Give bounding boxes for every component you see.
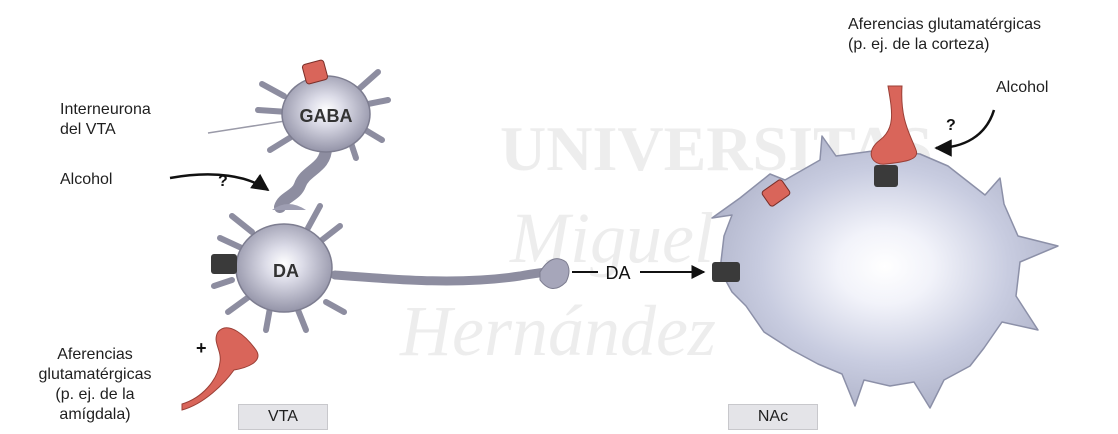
da-cell-label: DA (273, 261, 299, 281)
excitatory-plus: + (196, 338, 207, 358)
amygdala-afferents-line-3: (p. ej. de la (20, 385, 170, 405)
da-receptor (211, 254, 237, 274)
gaba-interneuron: GABA (258, 59, 388, 210)
da-axon (335, 270, 560, 281)
interneuron-label: Interneurona del VTA (60, 100, 151, 140)
cortex-afferents-line-1: Aferencias glutamatérgicas (848, 15, 1041, 35)
amygdala-afferent (182, 328, 258, 410)
gaba-label: GABA (300, 106, 353, 126)
amygdala-afferents-line-1: Aferencias (20, 345, 170, 365)
watermark-line-3: Hernández (399, 291, 716, 371)
cortex-afferents-label: Aferencias glutamatérgicas (p. ej. de la… (848, 15, 1041, 55)
gaba-axon (280, 148, 326, 207)
nac-receptor-da (712, 262, 740, 282)
amygdala-afferents-line-4: amígdala) (20, 405, 170, 425)
region-label-nac: NAc (728, 404, 818, 430)
question-mark-right: ? (946, 117, 956, 134)
da-release-label: DA (605, 263, 630, 283)
alcohol-label-right: Alcohol (996, 78, 1048, 98)
interneuron-label-line-1: Interneurona (60, 100, 151, 120)
cortex-afferents-line-2: (p. ej. de la corteza) (848, 35, 1041, 55)
region-label-vta: VTA (238, 404, 328, 430)
interneuron-label-line-2: del VTA (60, 120, 151, 140)
amygdala-afferents-label: Aferencias glutamatérgicas (p. ej. de la… (20, 345, 170, 425)
question-mark-left: ? (218, 173, 228, 190)
alcohol-label-left: Alcohol (60, 170, 112, 190)
nac-receptor-glu (874, 165, 898, 187)
amygdala-afferents-line-2: glutamatérgicas (20, 365, 170, 385)
alcohol-arrow-right (936, 110, 994, 148)
